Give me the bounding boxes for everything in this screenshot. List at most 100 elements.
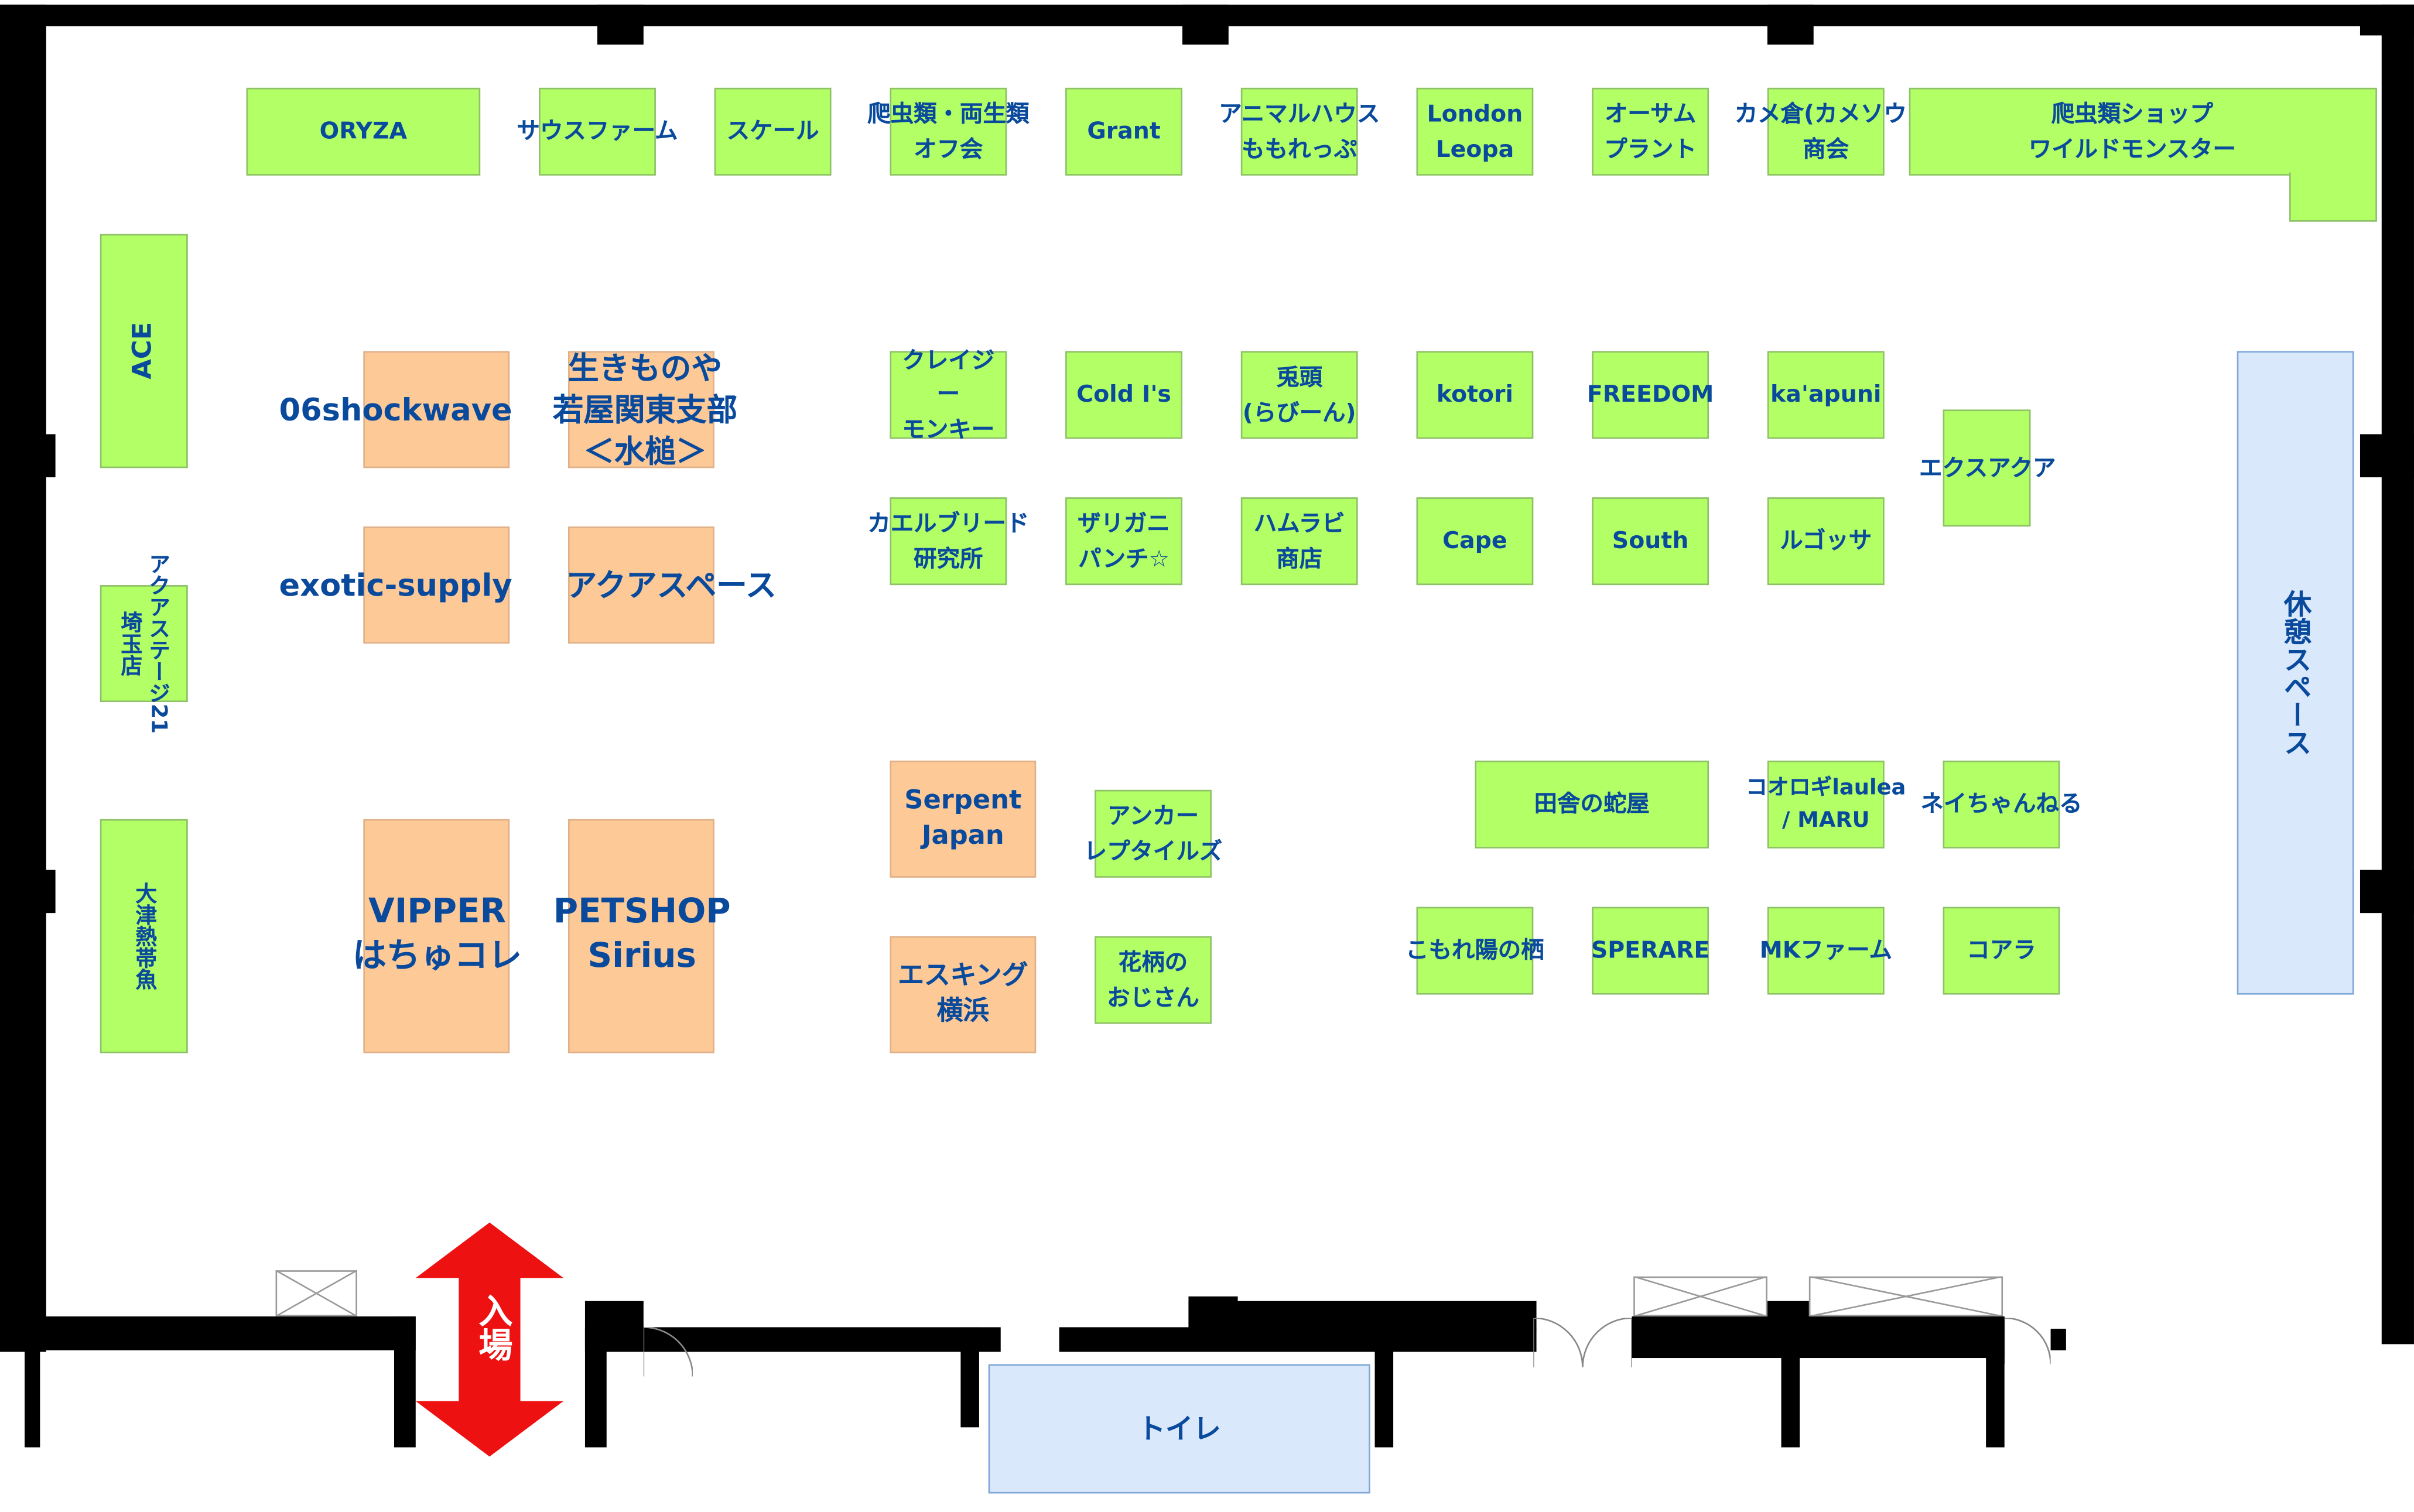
booth-grant: Grant bbox=[1065, 87, 1182, 176]
booth-koorogi-label: コオロギlaulea / MARU bbox=[1746, 775, 1906, 833]
booth-kotori: kotori bbox=[1416, 351, 1534, 439]
booth-koorogi bbox=[1767, 760, 1885, 849]
booth-sausu-farm bbox=[539, 87, 656, 176]
booth-inaka-hebiya: 田舎の蛇屋 bbox=[1475, 760, 1709, 849]
wall-right-bump-1 bbox=[2360, 434, 2414, 478]
booth-exotic-supply bbox=[363, 526, 510, 644]
wall-bottom-1-leg bbox=[25, 1339, 40, 1448]
booth-label: コアラ bbox=[1967, 936, 2036, 964]
entrance-label: 入場 bbox=[473, 1293, 511, 1362]
wall-top-pillar-3 bbox=[1767, 4, 1814, 45]
booth-hammurabi: ハムラビ 商店 bbox=[1240, 497, 1358, 586]
wall-bottom-right-stub bbox=[2050, 1329, 2066, 1350]
booth-label: Serpent Japan bbox=[904, 785, 1022, 852]
booth-kaeru-breed bbox=[890, 497, 1007, 586]
wall-right-bump-2 bbox=[2360, 870, 2414, 914]
wall-bottom-3-post bbox=[1374, 1327, 1394, 1448]
wall-bottom-4-post-a bbox=[1781, 1316, 1800, 1448]
booth-hachurui-offkai bbox=[890, 87, 1007, 176]
booth-kaeru-breed-label: カエルブリード 研究所 bbox=[867, 509, 1030, 572]
booth-freedom: FREEDOM bbox=[1587, 351, 1714, 439]
wall-right-cap bbox=[2360, 4, 2414, 36]
booth-label: ザリガニ パンチ☆ bbox=[1078, 509, 1170, 572]
booth-label: ルゴッサ bbox=[1780, 526, 1872, 555]
booth-shockwave bbox=[363, 351, 510, 468]
booth-label: 田舎の蛇屋 bbox=[1534, 790, 1650, 818]
booth-label: ka'apuni bbox=[1770, 381, 1882, 409]
booth-wild-monster bbox=[1909, 87, 2377, 176]
wall-bottom-1 bbox=[0, 1316, 416, 1350]
booth-label: クレイジー モンキー bbox=[902, 345, 995, 443]
booth-london-leopa: London Leopa bbox=[1416, 87, 1534, 176]
booth-wild-monster-label: 爬虫類ショップ ワイルドモンスター bbox=[2028, 100, 2236, 163]
booth-zarigani: ザリガニ パンチ☆ bbox=[1065, 497, 1182, 586]
booth-label: Cape bbox=[1442, 526, 1507, 555]
booth-crazy-monkey: クレイジー モンキー bbox=[890, 346, 1007, 443]
booth-cold-is: Cold I's bbox=[1065, 351, 1182, 439]
booth-kamekura-label: カメ倉(カメソウ) 商会 bbox=[1734, 100, 1917, 163]
wall-bottom-4-block bbox=[1767, 1301, 1811, 1325]
entrance-arrow-icon bbox=[415, 1222, 564, 1457]
booth-neichan-label: ネイちゃんねる bbox=[1920, 790, 2083, 818]
booth-rugossa: ルゴッサ bbox=[1767, 497, 1885, 586]
booth-eskin-yokohama bbox=[890, 936, 1037, 1053]
booth-animal-house-label: アニマルハウス ももれっぷ bbox=[1219, 100, 1380, 163]
booth-aquaspace-label: アクアスペース bbox=[566, 566, 777, 603]
booth-label: スケール bbox=[726, 117, 819, 145]
booth-label: ACE bbox=[127, 322, 159, 380]
booth-exaqua bbox=[1943, 409, 2031, 527]
booth-scale: スケール bbox=[714, 87, 832, 176]
toilet: トイレ bbox=[988, 1364, 1370, 1494]
booth-label: 大津熱帯魚 bbox=[132, 882, 158, 990]
wall-bottom-4-post-b bbox=[1986, 1316, 2005, 1448]
booth-label: 花柄の おじさん bbox=[1107, 948, 1199, 1011]
booth-label: Cold I's bbox=[1076, 381, 1171, 409]
booth-petshop-sirius-label: PETSHOP Sirius bbox=[553, 894, 731, 976]
booth-komorebi bbox=[1416, 906, 1534, 995]
wall-bottom-2-post bbox=[584, 1327, 607, 1448]
booth-exotic-supply-label: exotic-supply bbox=[279, 566, 512, 603]
booth-label: ORYZA bbox=[319, 117, 408, 145]
wall-bottom-4 bbox=[1632, 1316, 2005, 1359]
booth-kamekura bbox=[1767, 87, 1885, 176]
wall-bottom-2 bbox=[584, 1327, 1001, 1352]
booth-label: 兎頭 (らびーん) bbox=[1242, 363, 1356, 426]
booth-exaqua-label: エクスアクア bbox=[1919, 453, 2056, 482]
booth-mk-farm-label: MKファーム bbox=[1759, 936, 1892, 964]
booth-label: ハムラビ 商店 bbox=[1253, 509, 1345, 572]
door-swing-icon bbox=[643, 1327, 693, 1377]
booth-koala: コアラ bbox=[1943, 906, 2060, 995]
booth-anchor-reptiles-label: アンカー レプタイルズ bbox=[1083, 802, 1223, 865]
double-door-icon bbox=[1533, 1318, 1632, 1367]
wall-left bbox=[0, 4, 46, 1352]
booth-cape: Cape bbox=[1416, 497, 1534, 586]
booth-kaapuni: ka'apuni bbox=[1767, 351, 1885, 439]
booth-wild-monster-ext bbox=[2289, 172, 2377, 222]
booth-label: South bbox=[1612, 526, 1689, 555]
booth-label: Grant bbox=[1087, 117, 1161, 145]
booth-awesome-plant: オーサム プラント bbox=[1592, 87, 1709, 176]
booth-label: kotori bbox=[1436, 381, 1513, 409]
booth-rabbit: 兎頭 (らびーん) bbox=[1240, 351, 1358, 439]
booth-oryza: ORYZA bbox=[246, 87, 481, 176]
booth-vipper-label: VIPPER はちゅコレ bbox=[352, 894, 522, 976]
booth-aquastage bbox=[100, 585, 188, 702]
booth-label: SPERARE bbox=[1591, 936, 1710, 964]
wall-bottom-1-post bbox=[394, 1316, 416, 1448]
booth-ace: ACE bbox=[100, 234, 188, 468]
wall-bottom-3-upper bbox=[1188, 1301, 1537, 1332]
booth-aquaspace bbox=[568, 526, 714, 644]
door-swing-icon-right bbox=[2004, 1318, 2051, 1364]
booth-ikimonoya bbox=[568, 351, 714, 468]
window-right-1-cross bbox=[1633, 1276, 1767, 1317]
booth-ikimonoya-label: 生きものや 若屋関東支部 ＜水槌＞ bbox=[552, 348, 738, 469]
wall-left-bump-2 bbox=[0, 870, 56, 914]
booth-komorebi-label: こもれ陽の栖 bbox=[1406, 936, 1544, 964]
booth-aquastage-label: アクアステージ21 埼玉店 bbox=[118, 553, 170, 734]
rest-space-label: 休憩スペース bbox=[2279, 590, 2312, 756]
booth-otsu: 大津熱帯魚 bbox=[100, 819, 188, 1053]
booth-petshop-sirius bbox=[568, 819, 714, 1053]
booth-neichan bbox=[1943, 760, 2060, 849]
wall-left-bump-1 bbox=[0, 434, 56, 478]
